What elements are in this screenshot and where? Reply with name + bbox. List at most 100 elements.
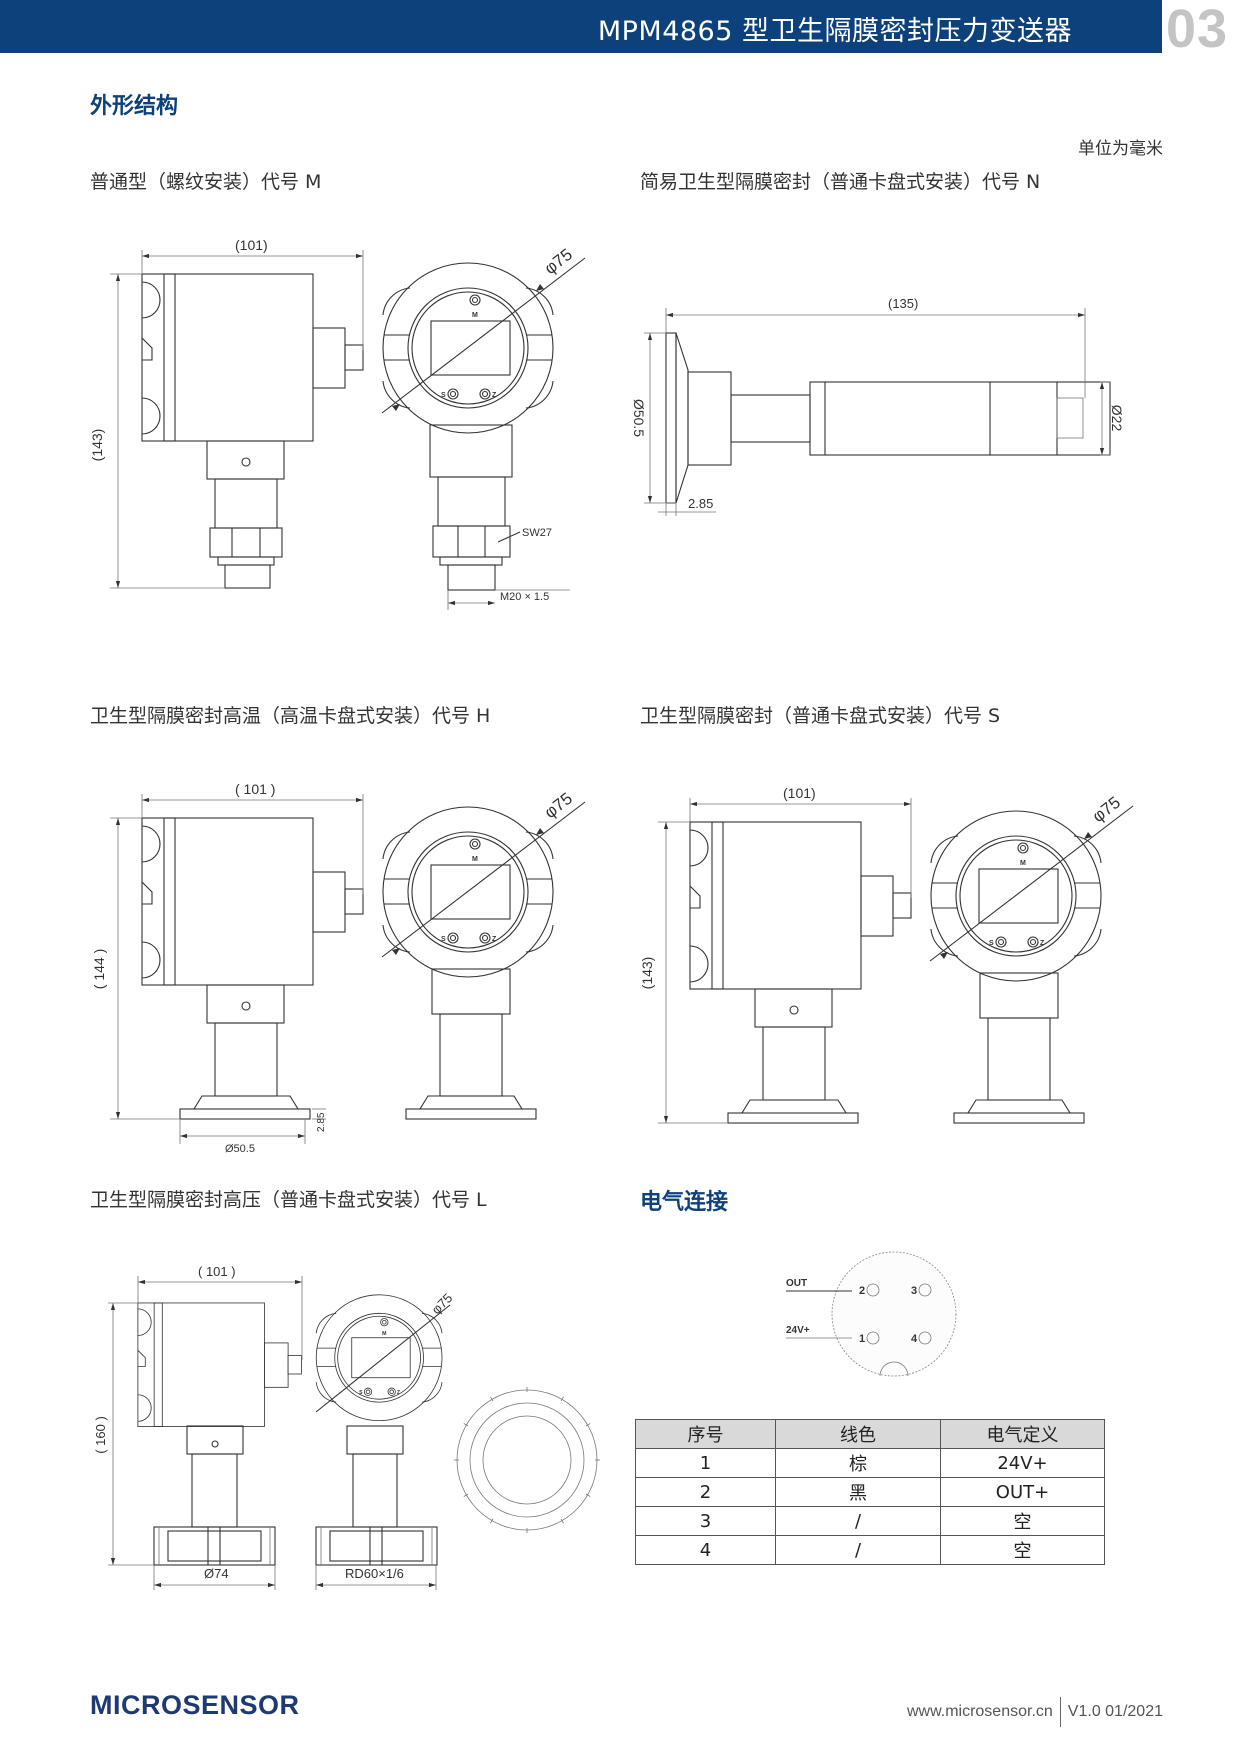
- side-view-housing: [141, 273, 364, 442]
- thread-label: M20 × 1.5: [500, 591, 549, 603]
- button-label-m: M: [1020, 860, 1026, 867]
- pin-number: 2: [859, 1285, 865, 1297]
- drawing-type-n: (135) Ø50.5 Ø22 2.85: [631, 296, 1125, 516]
- display-window: [430, 864, 511, 920]
- pin-number: 3: [911, 1285, 917, 1297]
- cell-pin-no: 2: [635, 1477, 776, 1507]
- side-view-housing: [141, 817, 364, 986]
- horizontal-sensor-body: [665, 332, 1111, 504]
- dimension-width-label: (101): [235, 237, 268, 253]
- nut-diameter-label: Ø74: [204, 1566, 229, 1581]
- pin-hole: [866, 1283, 880, 1297]
- cell-pin-no: 3: [635, 1506, 776, 1536]
- length-label: (135): [888, 296, 918, 311]
- pin-number: 1: [859, 1333, 865, 1345]
- website-link[interactable]: www.microsensor.cn: [906, 1703, 1053, 1720]
- cell-wire-color: /: [775, 1506, 941, 1536]
- side-view-process-connection: [153, 1425, 276, 1566]
- dimension-width-label: ( 101 ): [235, 781, 275, 797]
- caption-type-l: 卫生型隔膜密封高压（普通卡盘式安装）代号 L: [90, 1189, 487, 1211]
- thread-label: RD60×1/6: [345, 1566, 404, 1581]
- diameter-leader: [381, 801, 586, 958]
- button-label-z: Z: [1040, 940, 1045, 947]
- diameter-label: φ75: [429, 1290, 456, 1317]
- cell-definition: 空: [940, 1506, 1105, 1536]
- out-label: OUT: [786, 1278, 807, 1289]
- diameter-label: φ75: [541, 245, 576, 278]
- button-label-z: Z: [397, 1390, 401, 1396]
- side-view-process-connection: [179, 984, 311, 1120]
- diameter-leader: [929, 805, 1134, 962]
- power-label: 24V+: [786, 1325, 810, 1336]
- page-number: 03: [1166, 0, 1229, 59]
- button-label-z: Z: [492, 936, 497, 943]
- display-window: [351, 1337, 411, 1379]
- dimension-height-label: ( 144 ): [91, 949, 107, 989]
- dimension-width-label: ( 101 ): [198, 1264, 236, 1279]
- pin-hole: [866, 1331, 880, 1345]
- union-nut-top-view: [454, 1387, 600, 1533]
- side-view-housing: [689, 821, 912, 990]
- flange-thickness-label: 2.85: [316, 1112, 327, 1132]
- column-header: 线色: [775, 1419, 941, 1449]
- diameter-label: φ75: [1089, 793, 1124, 826]
- footer-divider: [1059, 1697, 1061, 1727]
- body-diameter-label: Ø22: [1109, 405, 1125, 432]
- dimension-height-label: (143): [89, 429, 105, 462]
- side-view-process-connection: [727, 988, 859, 1124]
- flange-diameter-label: Ø50.5: [225, 1143, 255, 1155]
- button-label-m: M: [382, 1331, 386, 1337]
- side-view-process-connection: [206, 440, 285, 589]
- front-view-housing: M S Z: [930, 810, 1102, 982]
- button-label-m: M: [472, 312, 478, 319]
- pin-hole: [918, 1283, 932, 1297]
- footer-info: www.microsensor.cn V1.0 01/2021: [907, 1697, 1163, 1727]
- front-view-process-connection: [315, 1425, 438, 1566]
- front-view-process-connection: [429, 424, 513, 591]
- pin-hole: [918, 1331, 932, 1345]
- cell-definition: 空: [940, 1535, 1105, 1565]
- section-title-electrical: 电气连接: [640, 1190, 729, 1215]
- cell-pin-no: 1: [635, 1448, 776, 1478]
- header-bar: MPM4865 型卫生隔膜密封压力变送器: [0, 0, 1162, 53]
- drawing-type-s: M S Z (101) φ75 (143): [639, 785, 1134, 1124]
- column-header: 电气定义: [940, 1419, 1105, 1449]
- unit-note: 单位为毫米: [1078, 139, 1163, 159]
- column-header: 序号: [635, 1419, 776, 1449]
- flange-diameter-label: Ø50.5: [631, 399, 647, 437]
- version-text: V1.0 01/2021: [1067, 1703, 1163, 1720]
- cell-wire-color: 黑: [775, 1477, 941, 1507]
- wrench-size-label: SW27: [522, 527, 552, 539]
- diameter-leader: [381, 257, 586, 414]
- front-view-housing: M S Z: [382, 262, 554, 434]
- button-label-m: M: [472, 856, 478, 863]
- cell-wire-color: /: [775, 1535, 941, 1565]
- cell-definition: OUT+: [940, 1477, 1105, 1507]
- button-label-s: S: [359, 1390, 363, 1396]
- flange-thickness-label: 2.85: [688, 496, 713, 511]
- display-window: [430, 320, 511, 376]
- table-row: 4/空: [635, 1535, 1105, 1565]
- pin-number: 4: [911, 1333, 918, 1345]
- button-label-s: S: [989, 940, 994, 947]
- button-label-s: S: [441, 392, 446, 399]
- connector-pinout-diagram: 1 2 3 4 OUT 24V+: [786, 1251, 957, 1377]
- cell-definition: 24V+: [940, 1448, 1105, 1478]
- caption-type-n: 简易卫生型隔膜密封（普通卡盘式安装）代号 N: [640, 171, 1041, 193]
- dimension-height-label: (143): [639, 957, 655, 990]
- display-window: [978, 868, 1059, 924]
- front-view-process-connection: [405, 968, 537, 1120]
- company-logo: MICROSENSOR: [90, 1690, 300, 1720]
- dimension-width-label: (101): [783, 785, 816, 801]
- button-label-z: Z: [492, 392, 497, 399]
- side-view-housing: [137, 1302, 302, 1427]
- table-header-row: 序号 线色 电气定义: [635, 1419, 1105, 1449]
- front-view-process-connection: [953, 972, 1085, 1124]
- caption-type-h: 卫生型隔膜密封高温（高温卡盘式安装）代号 H: [90, 705, 491, 727]
